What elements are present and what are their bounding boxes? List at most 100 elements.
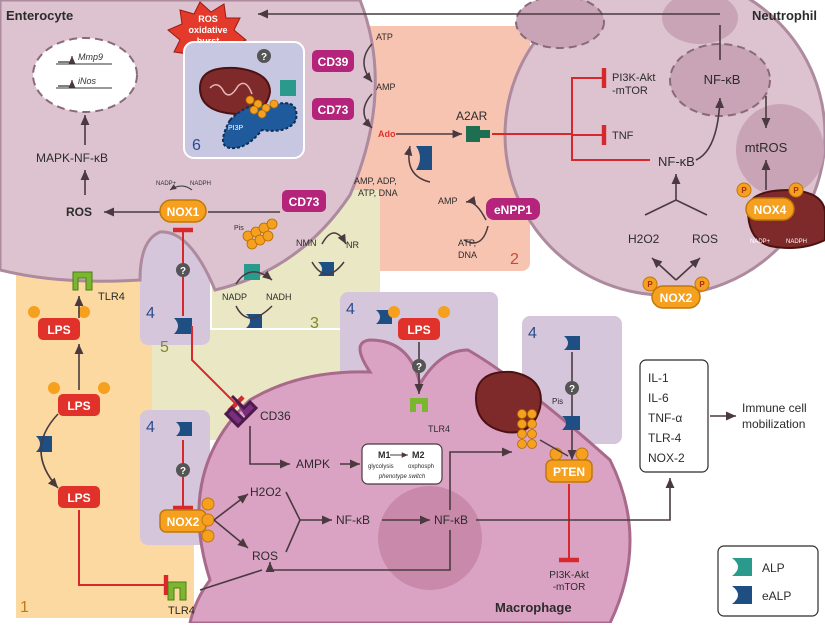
cd36-receptor: CD36 <box>223 394 291 429</box>
svg-text:H2O2: H2O2 <box>628 232 660 246</box>
svg-text:AMP: AMP <box>438 196 458 206</box>
svg-text:?: ? <box>569 384 575 395</box>
svg-text:oxphosph: oxphosph <box>408 464 434 470</box>
svg-text:eNPP1: eNPP1 <box>494 203 532 217</box>
svg-text:AMP: AMP <box>376 82 396 92</box>
svg-text:M1: M1 <box>378 450 391 460</box>
svg-text:IL-6: IL-6 <box>648 391 669 405</box>
svg-text:NF-κB: NF-κB <box>704 72 741 87</box>
panel-6: 6 ? PI3P <box>183 41 305 159</box>
svg-text:NOX-2: NOX-2 <box>648 451 685 465</box>
svg-text:DNA: DNA <box>458 250 477 260</box>
svg-text:AMP, ADP,: AMP, ADP, <box>354 176 397 186</box>
svg-text:NF-κB: NF-κB <box>434 513 468 527</box>
cytokine-box: IL-1 IL-6 TNF-α TLR-4 NOX-2 <box>639 359 709 473</box>
svg-text:phenotype switch: phenotype switch <box>378 474 426 480</box>
svg-text:ATP, DNA: ATP, DNA <box>358 188 398 198</box>
svg-text:eALP: eALP <box>762 589 791 603</box>
atp-pathway: CD39 CD73 ATP AMP Ado A2AR AMP, ADP, ATP… <box>312 32 572 268</box>
svg-text:ATP,: ATP, <box>458 238 476 248</box>
svg-text:?: ? <box>261 52 267 63</box>
svg-text:P: P <box>647 280 653 289</box>
svg-text:AMPK: AMPK <box>296 457 330 471</box>
svg-text:-mTOR: -mTOR <box>553 582 586 593</box>
svg-text:IL-1: IL-1 <box>648 371 669 385</box>
svg-text:?: ? <box>416 362 422 373</box>
panel-4a-number: 4 <box>146 305 155 322</box>
svg-text:TLR4: TLR4 <box>168 605 195 617</box>
panel-4d: 4 ? <box>146 419 193 511</box>
nox4-badge: NOX4 P P <box>736 182 804 221</box>
svg-text:M2: M2 <box>412 450 425 460</box>
svg-text:ATP: ATP <box>376 32 393 42</box>
svg-text:NADH: NADH <box>266 292 292 302</box>
svg-text:NADPH: NADPH <box>786 239 807 245</box>
ros-label: ROS <box>66 205 92 219</box>
svg-text:H2O2: H2O2 <box>250 485 282 499</box>
lps-badge-4: LPS <box>388 306 450 340</box>
neutrophil-label: Neutrophil <box>752 8 817 23</box>
svg-text:oxidative: oxidative <box>188 25 227 35</box>
lps-badge-2: LPS <box>48 382 110 416</box>
svg-text:A2AR: A2AR <box>456 109 488 123</box>
macrophage-nox2-badge: NOX2 <box>159 497 215 543</box>
panel-6-number: 6 <box>192 137 201 154</box>
svg-text:NADP+: NADP+ <box>750 239 771 245</box>
panel-5: 5 <box>160 326 245 413</box>
svg-text:PTEN: PTEN <box>553 465 585 479</box>
panel-4c-number: 4 <box>528 325 537 342</box>
pis-macrophage <box>517 409 537 449</box>
svg-text:LPS: LPS <box>47 323 70 337</box>
svg-text:ROS: ROS <box>198 14 218 24</box>
enpp1-badge: eNPP1 <box>486 198 540 220</box>
panel-4b: 4 LPS ? TLR4 <box>346 301 450 434</box>
svg-text:CD73: CD73 <box>318 103 349 117</box>
svg-text:NF-κB: NF-κB <box>658 154 695 169</box>
svg-text:glycolysis: glycolysis <box>368 464 394 470</box>
m1-m2-switch-box: M1 M2 glycolysis oxphosph phenotype swit… <box>361 443 443 485</box>
macrophage-label: Macrophage <box>495 600 572 615</box>
svg-text:CD73: CD73 <box>289 195 320 209</box>
panel-4b-number: 4 <box>346 301 355 318</box>
svg-text:iNos: iNos <box>78 76 97 86</box>
svg-text:LPS: LPS <box>67 399 90 413</box>
svg-text:P: P <box>741 186 747 195</box>
cd73-badge-b: CD73 <box>282 190 326 212</box>
svg-text:TLR-4: TLR-4 <box>648 431 682 445</box>
panel-4c: 4 ? <box>528 325 580 460</box>
svg-text:NR: NR <box>346 240 359 250</box>
cd73-badge-a: CD73 <box>312 98 354 120</box>
svg-text:P: P <box>699 280 705 289</box>
svg-text:LPS: LPS <box>67 491 90 505</box>
panel-1-lps: 1 LPS LPS LPS <box>20 296 169 616</box>
svg-text:P: P <box>793 186 799 195</box>
ealp-icon <box>732 586 752 604</box>
nox1-badge: NOX1 <box>159 199 207 223</box>
nucleus <box>32 37 138 113</box>
svg-text:Mmp9: Mmp9 <box>78 52 103 62</box>
nadp-plus-label: NADP+ <box>156 181 177 187</box>
svg-text:TLR4: TLR4 <box>428 424 450 434</box>
cd39-badge: CD39 <box>312 50 354 72</box>
svg-text:NADP: NADP <box>222 292 247 302</box>
svg-text:Ado: Ado <box>378 129 396 139</box>
immune-outcome-1: Immune cell <box>742 401 807 415</box>
lps-badge-1: LPS <box>28 306 90 340</box>
panel-4d-number: 4 <box>146 419 155 436</box>
svg-text:CD36: CD36 <box>260 409 291 423</box>
svg-text:ALP: ALP <box>762 561 785 575</box>
enterocyte-tlr4: TLR4 <box>72 271 125 303</box>
svg-text:?: ? <box>180 466 186 477</box>
pis-6 <box>245 95 279 119</box>
svg-text:LPS: LPS <box>407 323 430 337</box>
svg-text:ROS: ROS <box>252 549 278 563</box>
svg-text:mtROS: mtROS <box>745 140 788 155</box>
alp-icon <box>732 558 752 576</box>
svg-text:Pis: Pis <box>552 397 563 406</box>
svg-text:?: ? <box>180 266 186 277</box>
svg-text:CD39: CD39 <box>318 55 349 69</box>
panel-5-number: 5 <box>160 339 169 356</box>
svg-text:NOX2: NOX2 <box>660 291 693 305</box>
svg-text:NOX4: NOX4 <box>754 203 787 217</box>
